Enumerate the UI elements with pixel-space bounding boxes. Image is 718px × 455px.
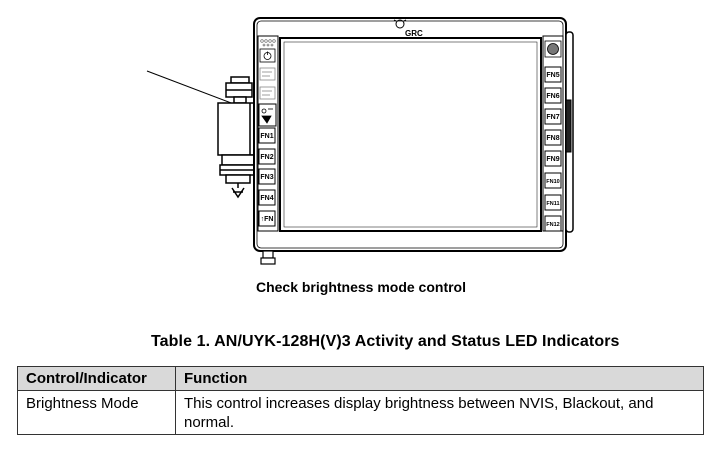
column-header-function: Function <box>175 366 704 391</box>
figure-caption: Check brightness mode control <box>0 279 718 295</box>
fn-button-right-6[interactable]: FN10 <box>544 172 562 189</box>
power-button[interactable] <box>259 48 276 63</box>
cell-control: Brightness Mode <box>17 390 176 435</box>
status-indicator-button[interactable] <box>544 40 562 58</box>
table-title: Table 1. AN/UYK-128H(V)3 Activity and St… <box>151 333 620 350</box>
side-handle <box>565 31 574 233</box>
fn-button-right-2[interactable]: FN6 <box>544 87 562 104</box>
fn-button-label: FN10 <box>546 179 559 185</box>
brand-logo: GRC <box>393 17 423 38</box>
device-figure: GRC <box>146 17 574 265</box>
fn-button-label: FN1 <box>260 133 273 140</box>
brightness-mode-icon <box>261 108 273 124</box>
cell-function: This control increases display brightnes… <box>175 390 704 435</box>
fn-button-right-3[interactable]: FN7 <box>544 108 562 125</box>
brightness-down-button[interactable] <box>259 86 276 100</box>
display-unit-drawing: GRC <box>146 17 574 265</box>
fn-button-label: FN3 <box>260 174 273 181</box>
fn-button-label: FN9 <box>546 156 559 163</box>
table-row: Brightness Mode This control increases d… <box>17 390 704 435</box>
fn-button-left-1[interactable]: FN1 <box>258 127 276 144</box>
brightness-mode-button[interactable] <box>258 103 277 127</box>
fn-button-label: ↑FN <box>261 216 274 223</box>
fn-button-right-1[interactable]: FN5 <box>544 66 562 83</box>
table-header-row: Control/Indicator Function <box>17 366 704 391</box>
fn-button-label: FN8 <box>546 135 559 142</box>
fn-button-label: FN7 <box>546 114 559 121</box>
led-indicator-table: Control/Indicator Function Brightness Mo… <box>17 366 704 435</box>
fn-button-label: FN5 <box>546 72 559 79</box>
logo-text: GRC <box>405 29 423 38</box>
fn-button-label: FN4 <box>260 195 273 202</box>
brightness-up-button[interactable] <box>259 67 276 81</box>
fn-button-left-3[interactable]: FN3 <box>258 168 276 185</box>
status-led-icon <box>547 43 559 55</box>
bottom-foot <box>260 250 276 265</box>
fn-button-left-2[interactable]: FN2 <box>258 148 276 165</box>
fn-button-left-4[interactable]: FN4 <box>258 189 276 206</box>
fn-button-right-4[interactable]: FN8 <box>544 129 562 146</box>
fn-button-label: FN11 <box>546 201 559 207</box>
fn-button-left-5[interactable]: ↑FN <box>258 210 276 227</box>
fn-button-label: FN2 <box>260 154 273 161</box>
status-led-icon <box>260 39 276 47</box>
fn-button-right-5[interactable]: FN9 <box>544 150 562 167</box>
column-header-control: Control/Indicator <box>17 366 176 391</box>
fn-button-right-7[interactable]: FN11 <box>544 194 562 211</box>
fn-button-label: FN6 <box>546 93 559 100</box>
fn-button-right-8[interactable]: FN12 <box>544 215 562 232</box>
display-screen <box>279 37 542 232</box>
fn-button-label: FN12 <box>546 222 559 228</box>
figure-caption-text: Check brightness mode control <box>255 279 467 295</box>
